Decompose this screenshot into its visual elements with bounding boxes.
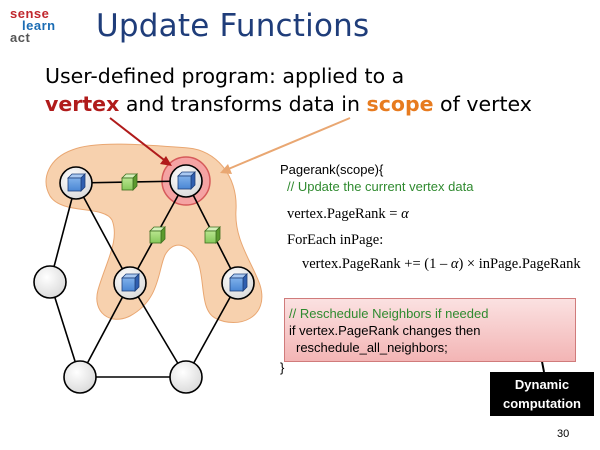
code-if-changes: if vertex.PageRank changes then	[289, 323, 481, 338]
subtitle-end-text: of vertex	[433, 92, 532, 116]
scope-pointer-arrow	[220, 117, 351, 174]
logo-line-sense: sense	[10, 6, 50, 21]
vertex-keyword: vertex	[45, 92, 120, 116]
code-function-header: Pagerank(scope){	[280, 162, 384, 177]
callout-line-2: computation	[503, 396, 581, 411]
code-pagerank-assign: vertex.PageRank = α	[287, 206, 409, 223]
vertex-pointer-arrow	[109, 117, 172, 166]
vertex-data-cube	[67, 173, 86, 192]
sense-learn-act-logo: sense learn act	[10, 6, 56, 45]
vertex-node	[63, 360, 97, 394]
logo-line-learn: learn	[22, 18, 56, 33]
alpha-symbol: α	[401, 206, 409, 222]
edge-data-cube	[204, 226, 221, 244]
code-reschedule-call: reschedule_all_neighbors;	[296, 340, 448, 355]
vertex-data-cubes	[67, 171, 248, 292]
slide-title: Update Functions	[96, 8, 370, 44]
code-comment-reschedule: // Reschedule Neighbors if needed	[289, 306, 489, 321]
scope-keyword: scope	[366, 92, 434, 116]
code-pagerank-update: vertex.PageRank += (1 – α) × inPage.Page…	[302, 256, 581, 273]
edge-data-cubes	[121, 173, 221, 244]
subtitle-line-2: vertex and transforms data in scope of v…	[45, 90, 532, 118]
subtitle-line-1: User-defined program: applied to a	[45, 64, 405, 88]
reschedule-box	[284, 298, 576, 362]
subtitle-middle-text: and transforms data in	[119, 92, 367, 116]
slide-subtitle: User-defined program: applied to a verte…	[45, 62, 532, 118]
vertex-data-cube	[121, 273, 140, 292]
edge-data-cube	[121, 173, 138, 191]
vertex-node	[169, 360, 203, 394]
code-foreach-line: ForEach inPage:	[287, 232, 384, 248]
code-assign-text: vertex.PageRank =	[287, 206, 402, 222]
callout-line-1: Dynamic	[514, 377, 570, 392]
code-comment-update: // Update the current vertex data	[287, 179, 474, 194]
edge-data-cube	[149, 226, 166, 244]
page-number: 30	[557, 428, 570, 440]
vertex-data-cube	[229, 273, 248, 292]
dynamic-computation-callout: Dynamic computation	[490, 372, 594, 416]
vertex-data-cube	[177, 171, 196, 190]
vertex-node	[33, 265, 67, 299]
code-update-left: vertex.PageRank += (1 –	[302, 256, 451, 272]
logo-line-act: act	[10, 30, 31, 45]
alpha-symbol: α	[450, 256, 459, 272]
code-update-right: ) × inPage.PageRank	[458, 256, 581, 272]
code-closing-brace: }	[280, 360, 285, 375]
